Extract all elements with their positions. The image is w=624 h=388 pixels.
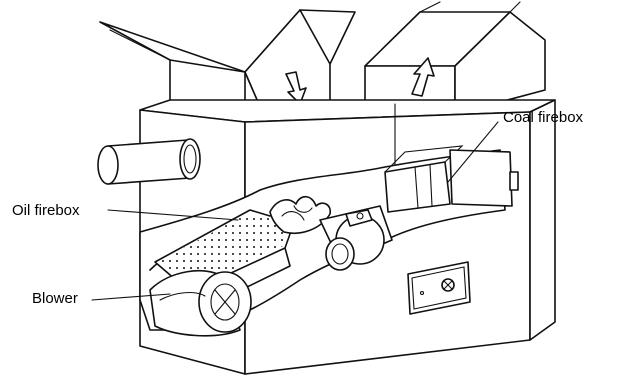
blower — [150, 271, 251, 336]
flue-pipe — [98, 139, 200, 184]
label-blower: Blower — [32, 290, 78, 307]
label-coal-firebox: Coal firebox — [503, 109, 584, 126]
label-oil-firebox: Oil firebox — [12, 202, 80, 219]
supply-air-duct — [365, 2, 545, 114]
